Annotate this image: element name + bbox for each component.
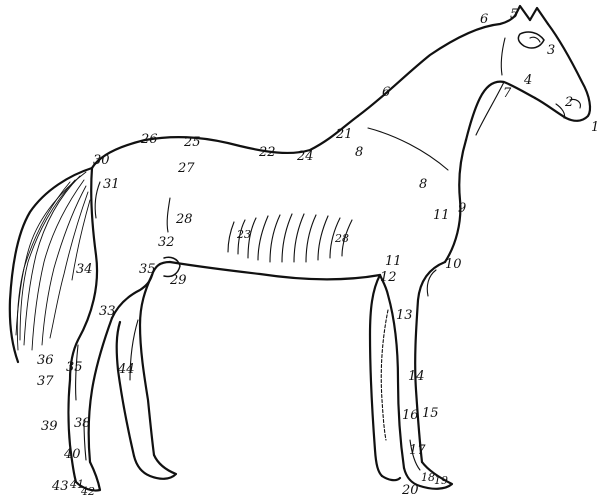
label-20: 20: [401, 483, 419, 498]
label-36: 36: [37, 353, 54, 368]
label-15: 15: [422, 406, 439, 421]
label-40: 40: [63, 447, 81, 462]
label-39: 39: [41, 419, 58, 434]
label-12: 12: [380, 270, 397, 285]
label-16: 16: [402, 408, 419, 423]
label-22: 22: [258, 145, 276, 160]
label-37: 37: [37, 374, 54, 389]
label-21: 21: [335, 127, 353, 142]
reference-labels: 1 2 3 4 5 6 6 7 8 8 9 10 11 11 12 13 14 …: [37, 7, 597, 498]
label-30: 30: [93, 153, 110, 168]
label-7: 7: [503, 86, 512, 101]
label-3: 3: [547, 43, 555, 58]
label-26: 26: [140, 132, 158, 147]
label-8-neck: 8: [355, 145, 363, 160]
label-11-elbow: 11: [385, 254, 402, 269]
label-38: 38: [74, 416, 91, 431]
label-6-crest: 6: [382, 85, 390, 100]
label-25: 25: [183, 135, 201, 150]
hind-legs: [69, 275, 177, 491]
label-43: 43: [51, 479, 69, 494]
label-8-shoulder: 8: [419, 177, 427, 192]
label-1: 1: [591, 120, 597, 135]
label-17: 17: [409, 443, 426, 458]
label-4: 4: [523, 73, 532, 88]
label-31: 31: [103, 177, 120, 192]
label-24: 24: [296, 149, 314, 164]
label-5: 5: [510, 7, 518, 22]
label-14: 14: [408, 369, 425, 384]
label-29: 29: [169, 273, 187, 288]
label-44: 44: [117, 362, 135, 377]
label-19: 19: [434, 474, 448, 487]
label-10: 10: [445, 257, 462, 272]
label-9: 9: [458, 201, 466, 216]
label-27: 27: [177, 161, 195, 176]
label-32: 32: [158, 235, 175, 250]
label-28-ribs: 28: [334, 232, 349, 245]
label-6-poll: 6: [480, 12, 488, 27]
label-35-hock: 35: [66, 360, 83, 375]
label-13: 13: [396, 308, 413, 323]
label-18: 18: [421, 471, 435, 484]
label-2: 2: [564, 95, 573, 110]
label-11-arm: 11: [433, 208, 450, 223]
label-42: 42: [80, 485, 95, 498]
label-33: 33: [99, 304, 116, 319]
label-23: 23: [236, 228, 251, 241]
label-34: 34: [76, 262, 93, 277]
body-outline: [70, 6, 590, 380]
label-28-flank: 28: [175, 212, 193, 227]
label-35-stifle: 35: [139, 262, 156, 277]
